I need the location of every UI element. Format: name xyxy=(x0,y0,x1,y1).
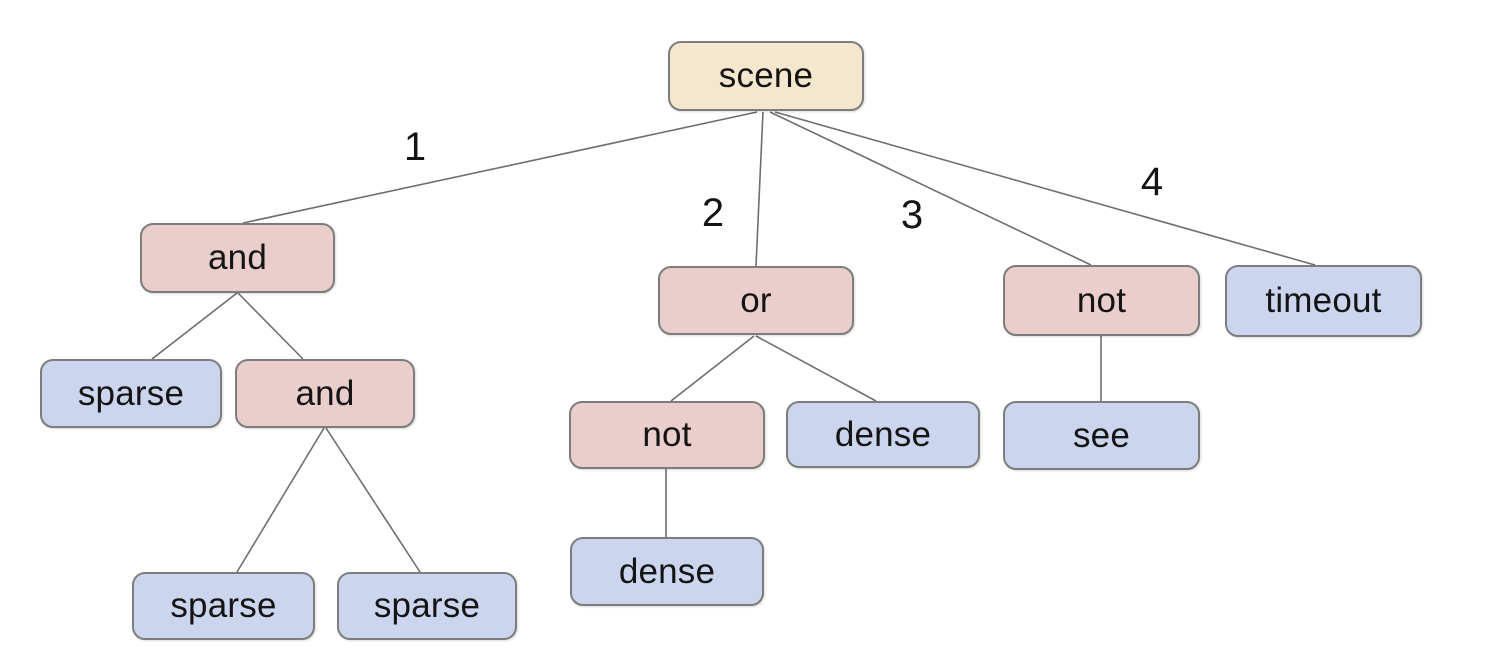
node-not-2: not xyxy=(569,401,765,469)
node-or: or xyxy=(658,266,854,335)
edge-scene-and-1 xyxy=(242,111,758,224)
node-and-2: and xyxy=(235,359,415,428)
node-see: see xyxy=(1003,401,1200,470)
edge-label-3: 3 xyxy=(900,193,924,237)
edge-scene-timeout xyxy=(774,111,1316,266)
edge-scene-not-1 xyxy=(769,111,1092,266)
node-dense-1: dense xyxy=(786,401,980,468)
edge-label-1: 1 xyxy=(403,125,427,169)
node-dense-2: dense xyxy=(570,537,764,606)
node-not-1: not xyxy=(1003,265,1200,336)
node-sparse-3: sparse xyxy=(337,572,517,640)
edge-label-2: 2 xyxy=(701,191,725,235)
edge-and-1-and-2 xyxy=(237,292,304,360)
edge-scene-or xyxy=(755,111,764,267)
node-scene: scene xyxy=(668,41,864,111)
edge-and-2-sparse-2 xyxy=(236,427,325,573)
node-and-1: and xyxy=(140,223,335,293)
edge-or-dense-1 xyxy=(755,335,877,402)
edge-and-2-sparse-3 xyxy=(325,427,421,573)
edge-label-4: 4 xyxy=(1140,160,1164,204)
node-timeout: timeout xyxy=(1225,265,1422,337)
node-sparse-2: sparse xyxy=(132,572,315,640)
edge-and-1-sparse-1 xyxy=(151,292,238,360)
edge-or-not-2 xyxy=(670,335,755,402)
node-sparse-1: sparse xyxy=(40,359,222,428)
